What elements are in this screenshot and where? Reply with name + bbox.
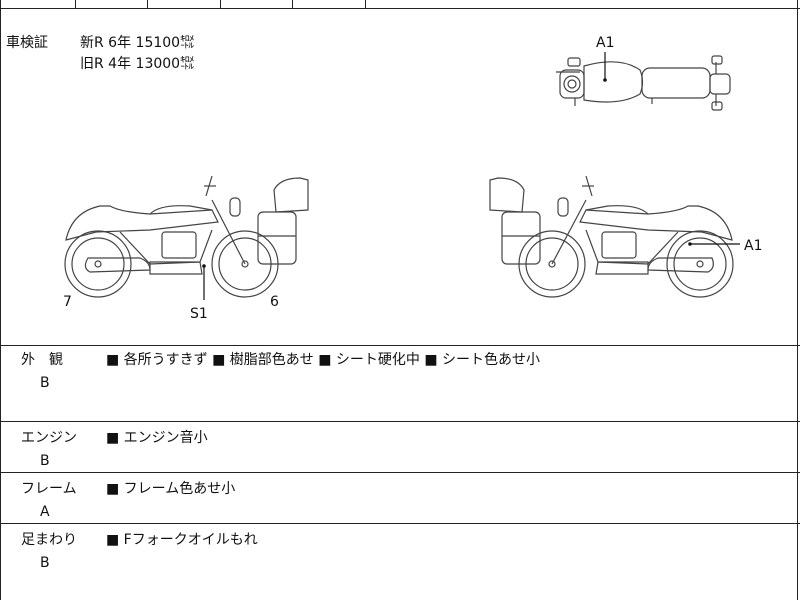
right-view-marker — [688, 242, 692, 246]
left-side-motorcycle — [64, 175, 309, 298]
section-name-frame: フレーム — [21, 481, 77, 497]
top-view-damage-label: A1 — [596, 35, 614, 51]
section-divider — [0, 345, 800, 346]
left-view-label-front: 6 — [270, 294, 279, 310]
section-name-engine: エンジン — [21, 430, 77, 446]
top-cell-divider — [75, 0, 76, 8]
section-grade-engine: B — [40, 453, 50, 469]
section-divider — [0, 472, 800, 473]
section-divider — [0, 523, 800, 524]
right-view-damage-label: A1 — [744, 238, 762, 254]
top-cell-divider — [220, 0, 221, 8]
section-grade-frame: A — [40, 504, 50, 520]
section-notes-frame: ■ フレーム色あせ小 — [106, 481, 236, 497]
section-divider — [0, 421, 800, 422]
section-grade-exterior: B — [40, 375, 50, 391]
section-grade-suspension: B — [40, 555, 50, 571]
cert-old-mileage: 旧R 4年 13000㌖ — [80, 56, 195, 72]
left-view-label-rear: 7 — [63, 294, 72, 310]
section-notes-suspension: ■ Fフォークオイルもれ — [106, 532, 258, 548]
right-side-motorcycle — [489, 175, 734, 298]
top-view-motorcycle — [556, 55, 731, 111]
top-view-marker — [603, 78, 607, 82]
left-view-label-frame: S1 — [190, 306, 208, 322]
cert-label: 車検証 — [6, 35, 48, 51]
left-view-marker — [202, 264, 206, 268]
section-name-suspension: 足まわり — [21, 532, 77, 548]
section-notes-exterior: ■ 各所うすきず ■ 樹脂部色あせ ■ シート硬化中 ■ シート色あせ小 — [106, 352, 541, 368]
top-cell-divider — [147, 0, 148, 8]
top-cell-divider — [292, 0, 293, 8]
section-notes-engine: ■ エンジン音小 — [106, 430, 208, 446]
top-cell-divider — [365, 0, 366, 8]
section-name-exterior: 外 観 — [21, 352, 63, 368]
cert-new-mileage: 新R 6年 15100㌖ — [80, 35, 195, 51]
top-table-border — [0, 8, 800, 9]
